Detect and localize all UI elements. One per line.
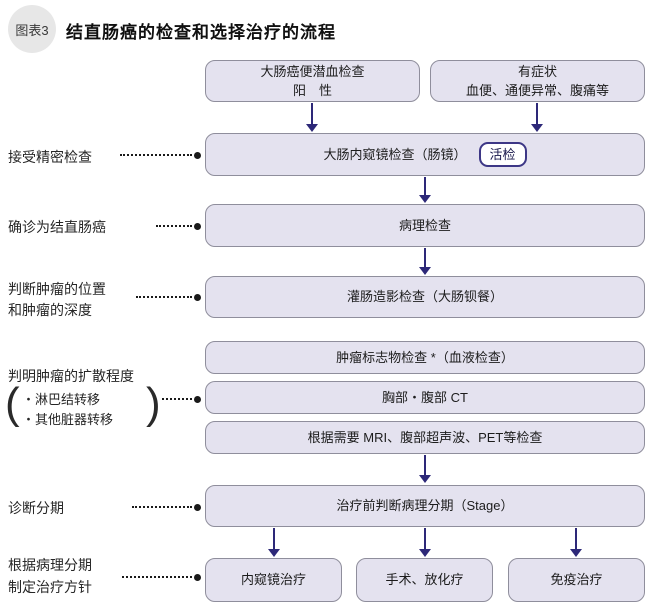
arrow-shaft [424, 528, 426, 551]
paren-close: ) [146, 379, 161, 428]
dotted-connector-tumor-position [136, 294, 201, 301]
side-label-staging: 诊断分期 [8, 500, 64, 516]
side-label-spread-item2: ・其他脏器转移 [22, 412, 114, 427]
box-colonoscopy-label: 大肠内窥镜检查（肠镜） [323, 146, 467, 162]
box-tumor-marker: 肿瘤标志物检查 *（血液检查） [205, 341, 645, 374]
dotted-connector-confirmed [156, 223, 201, 230]
box-treatment-surgery-label: 手术、放化疗 [385, 572, 464, 588]
side-label-plan-line2: 制定治疗方针 [8, 579, 92, 595]
arrow-shaft [273, 528, 275, 551]
arrow-mri-to-staging [419, 455, 431, 483]
box-staging: 治疗前判断病理分期（Stage） [205, 485, 645, 527]
page-title: 结直肠癌的检查和选择治疗的流程 [66, 23, 336, 42]
arrow-head [419, 475, 431, 483]
dotted-connector-staging [132, 504, 201, 511]
arrow-staging-to-endoscopic [268, 528, 280, 557]
paren-open: ( [5, 379, 20, 428]
box-treatment-immuno: 免疫治疗 [508, 558, 645, 602]
box-stool-screening-line2: 阳 性 [292, 83, 332, 98]
arrow-head [570, 549, 582, 557]
side-label-spread-item1: ・淋巴结转移 [22, 392, 101, 407]
box-mri-pet-label: 根据需要 MRI、腹部超声波、PET等检查 [307, 429, 543, 445]
arrow-shaft [311, 103, 313, 126]
box-tumor-marker-label: 肿瘤标志物检查 *（血液检查） [336, 349, 514, 365]
box-mri-pet: 根据需要 MRI、腹部超声波、PET等检查 [205, 421, 645, 454]
box-colonoscopy: 大肠内窥镜检查（肠镜） 活检 [205, 133, 645, 176]
box-stool-screening: 大肠癌便潜血检查 阳 性 [205, 60, 420, 102]
arrow-symptoms-to-colonoscopy [531, 103, 543, 132]
arrow-staging-to-surgery [419, 528, 431, 557]
arrow-head [268, 549, 280, 557]
box-treatment-immuno-label: 免疫治疗 [550, 572, 603, 588]
arrow-pathology-to-barium [419, 248, 431, 275]
figure-badge: 图表3 [8, 5, 56, 53]
side-label-tumor-position-line1: 判断肿瘤的位置 [8, 281, 106, 297]
arrow-screening-to-colonoscopy [306, 103, 318, 132]
arrow-shaft [424, 248, 426, 269]
side-label-tumor-position-line2: 和肿瘤的深度 [8, 302, 92, 318]
box-ct-label: 胸部・腹部 CT [382, 389, 468, 405]
arrow-head [419, 195, 431, 203]
arrow-head [306, 124, 318, 132]
box-symptoms-line1: 有症状 [517, 63, 557, 79]
arrow-shaft [424, 177, 426, 197]
side-label-confirmed: 确诊为结直肠癌 [8, 219, 106, 235]
dotted-connector-detailed-exam [120, 152, 201, 159]
arrow-shaft [424, 455, 426, 477]
box-staging-label: 治疗前判断病理分期（Stage） [336, 498, 514, 514]
biopsy-tag: 活检 [478, 141, 527, 168]
box-treatment-endoscopic-label: 内窥镜治疗 [240, 572, 306, 588]
box-treatment-surgery: 手术、放化疗 [356, 558, 493, 602]
dotted-connector-spread [162, 396, 201, 403]
arrow-head [531, 124, 543, 132]
arrow-head [419, 549, 431, 557]
box-pathology: 病理检查 [205, 204, 645, 247]
dotted-connector-plan [122, 574, 201, 581]
side-label-detailed-exam: 接受精密检查 [8, 149, 92, 165]
arrow-shaft [575, 528, 577, 551]
box-ct: 胸部・腹部 CT [205, 381, 645, 414]
box-treatment-endoscopic: 内窥镜治疗 [205, 558, 342, 602]
arrow-head [419, 267, 431, 275]
side-label-spread: 判明肿瘤的扩散程度 [8, 368, 134, 384]
arrow-staging-to-immuno [570, 528, 582, 557]
box-symptoms-line2: 血便、通便异常、腹痛等 [465, 83, 609, 98]
box-symptoms: 有症状 血便、通便异常、腹痛等 [430, 60, 645, 102]
arrow-colonoscopy-to-pathology [419, 177, 431, 203]
arrow-shaft [536, 103, 538, 126]
box-barium-enema: 灌肠造影检查（大肠钡餐） [205, 276, 645, 318]
box-barium-enema-label: 灌肠造影检查（大肠钡餐） [346, 289, 503, 305]
box-stool-screening-line1: 大肠癌便潜血检查 [260, 63, 365, 79]
side-label-plan-line1: 根据病理分期 [8, 557, 92, 573]
box-pathology-label: 病理检查 [398, 217, 451, 233]
